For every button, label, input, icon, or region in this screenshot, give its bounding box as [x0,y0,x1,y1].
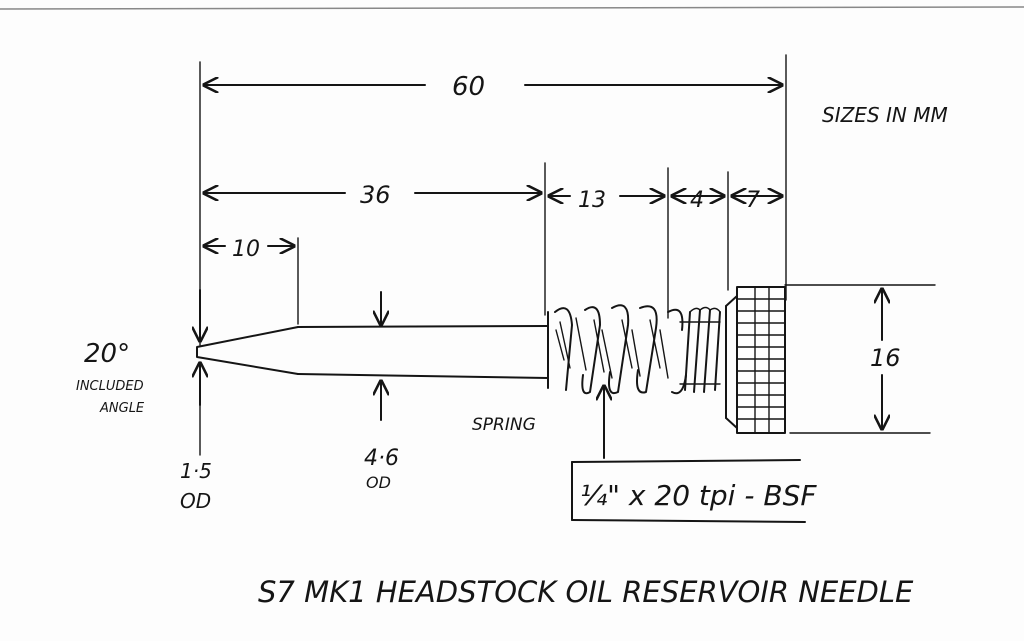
dim-label-10: 10 [232,237,260,262]
thread-spec: ¼" x 20 tpi - BSF [580,479,817,512]
paper-edge [0,6,1024,10]
tip-angle-line1: INCLUDED [76,379,144,394]
dim-label-7: 7 [746,188,760,213]
needle-body [196,325,549,379]
dimension-lines [200,85,882,459]
tip-od-value: 1·5 [180,459,212,483]
dim-label-36: 36 [360,181,391,209]
thread-spec-baseline [571,519,806,523]
thread-section [684,306,721,393]
units-note: SIZES IN MM [822,103,948,127]
spring-label: SPRING [472,415,536,435]
shaft-od-value: 4·6 [364,446,399,471]
tip-angle-value: 20° [84,339,130,369]
dim-label-13: 13 [578,188,606,213]
tip-angle-line2: ANGLE [99,401,145,416]
spring [547,304,687,395]
dim-label-16: 16 [870,344,901,372]
knurled-knob [725,286,786,434]
drawing-title: S7 MK1 HEADSTOCK OIL RESERVOIR NEEDLE [258,575,914,609]
dim-label-60: 60 [452,72,485,102]
dim-label-4: 4 [690,188,704,213]
shaft-od-unit: OD [366,473,391,492]
thread-spec-underline [571,459,801,463]
tip-od-unit: OD [180,489,211,513]
